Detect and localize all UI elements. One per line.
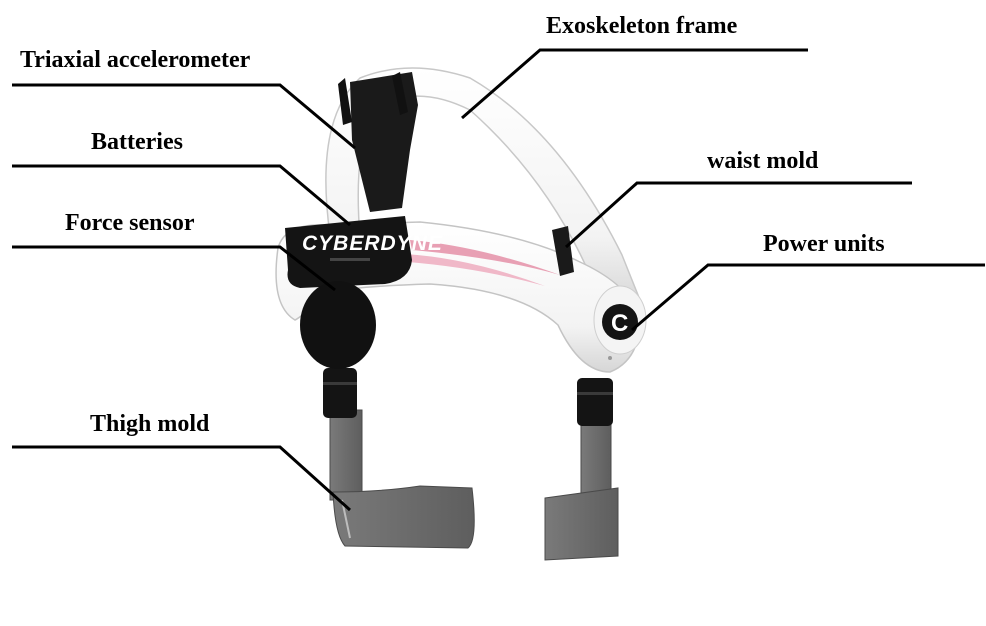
triaxial-accelerometer-housing	[338, 72, 418, 212]
label-waist-mold: waist mold	[707, 148, 819, 174]
right-thigh-strap	[544, 419, 619, 561]
batteries: CYBERDYNE	[285, 216, 443, 288]
leader-power-units	[631, 263, 985, 332]
label-exoskeleton-frame: Exoskeleton frame	[546, 13, 738, 39]
label-power-units: Power units	[763, 231, 885, 257]
label-triaxial-accelerometer: Triaxial accelerometer	[20, 47, 251, 73]
leader-thigh-mold	[12, 445, 352, 512]
power-unit: C	[593, 285, 647, 360]
label-force-sensor: Force sensor	[65, 210, 195, 236]
label-thigh-mold: Thigh mold	[90, 411, 210, 437]
label-batteries: Batteries	[91, 129, 183, 155]
leader-exoskeleton-frame	[461, 48, 808, 120]
waist-mold	[552, 226, 574, 276]
force-sensor	[300, 281, 376, 369]
leader-batteries	[12, 164, 351, 227]
thigh-mold	[329, 409, 475, 549]
brand-logo-text: CYBERDYNE	[302, 232, 443, 255]
accent-stripes	[405, 240, 560, 286]
leader-waist-mold	[564, 181, 912, 249]
power-unit-logo-icon: C	[611, 310, 628, 337]
leader-triaxial-accelerometer	[12, 83, 356, 150]
left-hip-joint	[323, 368, 357, 418]
leader-lines	[12, 48, 985, 512]
right-hip-joint	[577, 378, 613, 426]
leader-force-sensor	[12, 245, 336, 292]
